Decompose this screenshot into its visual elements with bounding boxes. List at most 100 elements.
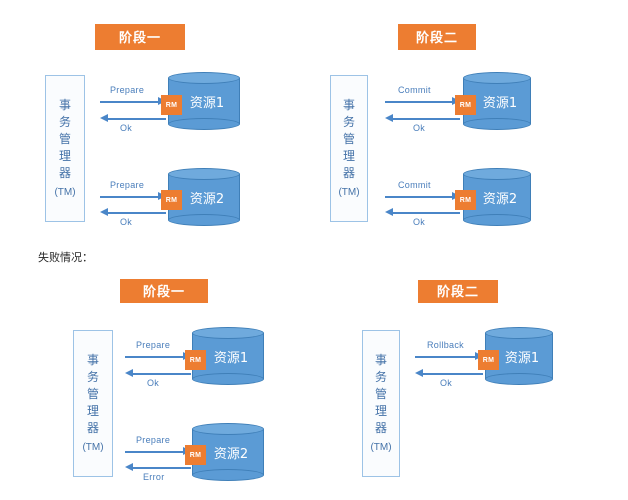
arrow-shaft bbox=[385, 101, 453, 103]
arrow-head bbox=[125, 463, 133, 471]
tm-char: 事 bbox=[342, 97, 355, 112]
tm-char: 管 bbox=[342, 131, 355, 146]
caption-response-resource-2: Error bbox=[143, 472, 165, 482]
database-cylinder-resource-2: 资源2 bbox=[168, 168, 240, 226]
cylinder-bottom bbox=[168, 214, 240, 226]
tm-char: 务 bbox=[86, 369, 99, 384]
tm-abbr: (TM) bbox=[82, 441, 104, 453]
database-cylinder-resource-1: 资源1 bbox=[485, 327, 553, 385]
tm-char: 理 bbox=[342, 148, 355, 163]
arrow-shaft bbox=[392, 212, 460, 214]
tm-char: 事 bbox=[374, 352, 387, 367]
arrow-shaft bbox=[100, 101, 159, 103]
tm-abbr: (TM) bbox=[54, 186, 76, 198]
rm-badge: RM bbox=[185, 445, 206, 465]
arrow-response-resource-2 bbox=[100, 208, 166, 217]
rm-badge: RM bbox=[478, 350, 499, 370]
banner-failure-phase-two: 阶段二 bbox=[418, 280, 498, 303]
database-cylinder-resource-1: 资源1 bbox=[168, 72, 240, 130]
resource-label: 资源1 bbox=[189, 95, 225, 111]
arrow-request-resource-1 bbox=[385, 97, 460, 106]
tm-char: 事 bbox=[86, 352, 99, 367]
tm-char: 器 bbox=[374, 420, 387, 435]
resource-label: 资源2 bbox=[213, 446, 249, 462]
arrow-response-resource-1 bbox=[415, 369, 483, 378]
tm-char: 务 bbox=[374, 369, 387, 384]
arrow-request-resource-1 bbox=[100, 97, 166, 106]
tm-char: 理 bbox=[374, 403, 387, 418]
arrow-shaft bbox=[107, 118, 166, 120]
arrow-head bbox=[100, 114, 108, 122]
caption-response-resource-1: Ok bbox=[147, 378, 160, 388]
resource-label: 资源2 bbox=[482, 191, 518, 207]
caption-request-resource-2: Commit bbox=[398, 180, 431, 190]
arrow-shaft bbox=[125, 356, 184, 358]
banner-success-phase-one: 阶段一 bbox=[95, 24, 185, 50]
arrow-response-resource-2 bbox=[125, 463, 191, 472]
arrow-shaft bbox=[422, 373, 483, 375]
cylinder-top bbox=[192, 423, 264, 435]
cylinder-top bbox=[168, 72, 240, 84]
caption-request-resource-1: Commit bbox=[398, 85, 431, 95]
banner-failure-phase-one: 阶段一 bbox=[120, 279, 208, 303]
arrow-response-resource-1 bbox=[100, 114, 166, 123]
cylinder-bottom bbox=[463, 118, 531, 130]
arrow-head bbox=[100, 208, 108, 216]
tm-box-failure-phase-two: 事 务 管 理 器 (TM) bbox=[362, 330, 400, 477]
tm-char: 理 bbox=[86, 403, 99, 418]
resource-label: 资源2 bbox=[189, 191, 225, 207]
tm-char: 器 bbox=[58, 165, 71, 180]
tm-char: 务 bbox=[342, 114, 355, 129]
arrow-shaft bbox=[100, 196, 159, 198]
arrow-response-resource-1 bbox=[125, 369, 191, 378]
arrow-shaft bbox=[415, 356, 476, 358]
cylinder-top bbox=[463, 72, 531, 84]
arrow-shaft bbox=[132, 467, 191, 469]
cylinder-top bbox=[463, 168, 531, 180]
database-cylinder-resource-1: 资源1 bbox=[192, 327, 264, 385]
caption-request-resource-1: Prepare bbox=[110, 85, 145, 95]
arrow-shaft bbox=[132, 373, 191, 375]
cylinder-bottom bbox=[168, 118, 240, 130]
rm-badge: RM bbox=[161, 190, 182, 210]
rm-badge: RM bbox=[455, 190, 476, 210]
cylinder-top bbox=[192, 327, 264, 339]
caption-response-resource-2: Ok bbox=[120, 217, 133, 227]
cylinder-bottom bbox=[463, 214, 531, 226]
tm-char: 理 bbox=[58, 148, 71, 163]
caption-request-resource-1: Rollback bbox=[427, 340, 464, 350]
tm-box-success-phase-two: 事 务 管 理 器 (TM) bbox=[330, 75, 368, 222]
arrow-head bbox=[385, 114, 393, 122]
caption-response-resource-1: Ok bbox=[120, 123, 133, 133]
tm-box-success-phase-one: 事 务 管 理 器 (TM) bbox=[45, 75, 85, 222]
failure-case-label: 失败情况： bbox=[38, 251, 93, 264]
arrow-response-resource-1 bbox=[385, 114, 460, 123]
arrow-shaft bbox=[125, 451, 184, 453]
arrow-shaft bbox=[392, 118, 460, 120]
arrow-head bbox=[385, 208, 393, 216]
arrow-shaft bbox=[107, 212, 166, 214]
banner-success-phase-two: 阶段二 bbox=[398, 24, 476, 50]
tm-char: 器 bbox=[342, 165, 355, 180]
arrow-shaft bbox=[385, 196, 453, 198]
arrow-request-resource-2 bbox=[385, 192, 460, 201]
tm-char: 器 bbox=[86, 420, 99, 435]
database-cylinder-resource-2: 资源2 bbox=[463, 168, 531, 226]
tm-box-failure-phase-one: 事 务 管 理 器 (TM) bbox=[73, 330, 113, 477]
arrow-request-resource-1 bbox=[125, 352, 191, 361]
arrow-head bbox=[125, 369, 133, 377]
caption-request-resource-2: Prepare bbox=[110, 180, 145, 190]
caption-response-resource-1: Ok bbox=[440, 378, 453, 388]
resource-label: 资源1 bbox=[482, 95, 518, 111]
resource-label: 资源1 bbox=[213, 350, 249, 366]
arrow-request-resource-2 bbox=[125, 447, 191, 456]
caption-response-resource-1: Ok bbox=[413, 123, 426, 133]
tm-char: 事 bbox=[58, 97, 71, 112]
tm-char: 管 bbox=[86, 386, 99, 401]
tm-char: 管 bbox=[58, 131, 71, 146]
tm-abbr: (TM) bbox=[338, 186, 360, 198]
caption-request-resource-2: Prepare bbox=[136, 435, 171, 445]
cylinder-bottom bbox=[485, 373, 553, 385]
tm-char: 管 bbox=[374, 386, 387, 401]
